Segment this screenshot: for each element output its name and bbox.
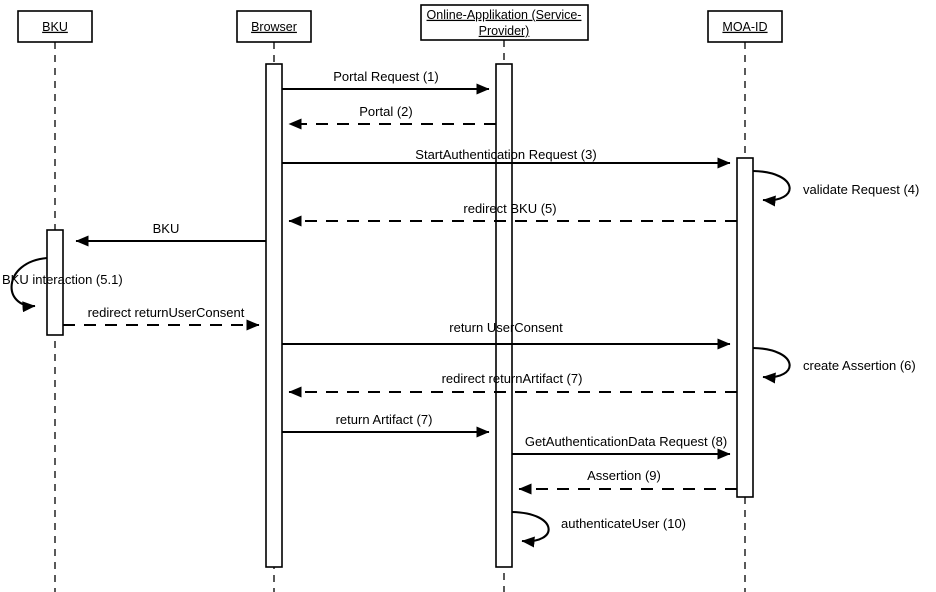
lifeline-label-online-applikation-line1: Online-Applikation (Service-: [427, 8, 582, 22]
self-message-curve-bku-interaction: [10, 256, 48, 313]
activation-bar-browser[interactable]: [265, 63, 283, 568]
activation-bar-online-applikation[interactable]: [495, 63, 513, 568]
message-bku[interactable]: BKU: [75, 221, 266, 247]
message-label-portal: Portal (2): [359, 104, 412, 119]
self-message-label-create-assertion: create Assertion (6): [803, 358, 916, 373]
self-message-curve-validate-request: [752, 169, 791, 207]
lifeline-header-moa-id[interactable]: MOA-ID: [707, 10, 783, 43]
activation-bar-bku[interactable]: [46, 229, 64, 336]
message-redirect-return-user-consent[interactable]: redirect returnUserConsent: [63, 305, 260, 331]
message-return-artifact[interactable]: return Artifact (7): [282, 412, 490, 438]
message-label-get-authentication-data-request: GetAuthenticationData Request (8): [525, 434, 727, 449]
lifeline-box-moa-id: [707, 10, 783, 43]
lifeline-box-browser: [236, 10, 312, 43]
message-label-start-authentication-request: StartAuthentication Request (3): [415, 147, 596, 162]
lifeline-box-online-applikation: [420, 4, 589, 41]
message-portal[interactable]: Portal (2): [288, 104, 496, 130]
self-message-create-assertion[interactable]: create Assertion (6): [752, 346, 916, 384]
self-message-authenticate-user[interactable]: authenticateUser (10): [511, 510, 686, 548]
message-label-redirect-bku: redirect BKU (5): [463, 201, 556, 216]
self-message-label-bku-interaction: BKU interaction (5.1): [2, 272, 123, 287]
lifeline-label-bku: BKU: [42, 20, 68, 34]
self-message-label-validate-request: validate Request (4): [803, 182, 919, 197]
message-redirect-bku[interactable]: redirect BKU (5): [288, 201, 737, 227]
lifeline-header-browser[interactable]: Browser: [236, 10, 312, 43]
message-label-return-artifact: return Artifact (7): [336, 412, 433, 427]
lifeline-header-bku[interactable]: BKU: [17, 10, 93, 43]
message-label-bku: BKU: [153, 221, 180, 236]
activation-bar-moa-id[interactable]: [736, 157, 754, 498]
message-assertion[interactable]: Assertion (9): [518, 468, 737, 495]
lifeline-label-moa-id: MOA-ID: [722, 20, 767, 34]
message-label-assertion: Assertion (9): [587, 468, 661, 483]
self-message-curve-authenticate-user: [511, 510, 550, 548]
message-label-portal-request: Portal Request (1): [333, 69, 439, 84]
lifeline-label-online-applikation-line2: Provider): [479, 24, 530, 38]
self-message-bku-interaction[interactable]: BKU interaction (5.1): [2, 256, 123, 313]
message-label-return-user-consent: return UserConsent: [449, 320, 563, 335]
lifeline-label-browser: Browser: [251, 20, 297, 34]
message-start-authentication-request[interactable]: StartAuthentication Request (3): [282, 147, 731, 169]
self-message-curve-create-assertion: [752, 346, 791, 384]
message-portal-request[interactable]: Portal Request (1): [282, 69, 490, 95]
message-return-user-consent[interactable]: return UserConsent: [282, 320, 731, 350]
message-label-redirect-return-artifact: redirect returnArtifact (7): [442, 371, 583, 386]
message-redirect-return-artifact[interactable]: redirect returnArtifact (7): [288, 371, 737, 398]
self-message-validate-request[interactable]: validate Request (4): [752, 169, 919, 207]
message-get-authentication-data-request[interactable]: GetAuthenticationData Request (8): [512, 434, 731, 460]
lifeline-header-online-applikation[interactable]: Online-Applikation (Service- Provider): [420, 4, 589, 41]
self-message-label-authenticate-user: authenticateUser (10): [561, 516, 686, 531]
lifeline-headers: BKU Browser Online-Applikation (Service-…: [17, 4, 783, 43]
activation-bars: [46, 63, 754, 568]
message-label-redirect-return-user-consent: redirect returnUserConsent: [88, 305, 245, 320]
lifeline-box-bku: [17, 10, 93, 43]
